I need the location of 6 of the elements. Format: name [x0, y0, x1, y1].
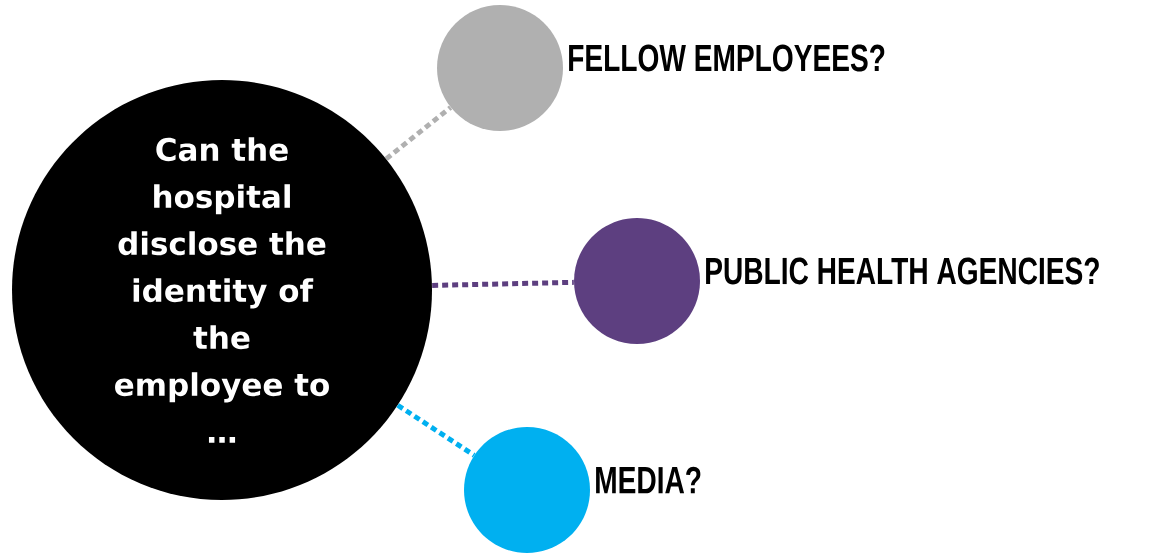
circle-label: FELLOW EMPLOYEES?	[569, 44, 885, 72]
circle-label: PUBLIC HEALTH AGENCIES?	[706, 257, 1099, 285]
circle-label: MEDIA?	[596, 466, 701, 494]
dotted-line	[432, 279, 574, 288]
dotted-line	[396, 403, 476, 458]
dotted-line	[384, 105, 453, 161]
